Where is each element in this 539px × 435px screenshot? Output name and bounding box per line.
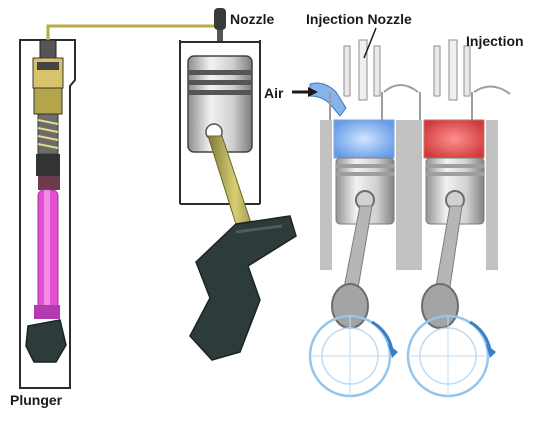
two-cylinder-cutaway	[310, 40, 510, 396]
injection-nozzle-label: Injection Nozzle	[306, 12, 412, 26]
nozzle-label: Nozzle	[230, 12, 274, 26]
plunger-label: Plunger	[10, 393, 62, 407]
injection-pump	[20, 40, 75, 388]
fuel-line	[48, 18, 220, 40]
single-cylinder	[180, 8, 296, 360]
injection-label: Injection	[466, 34, 524, 48]
air-label: Air	[264, 86, 283, 100]
